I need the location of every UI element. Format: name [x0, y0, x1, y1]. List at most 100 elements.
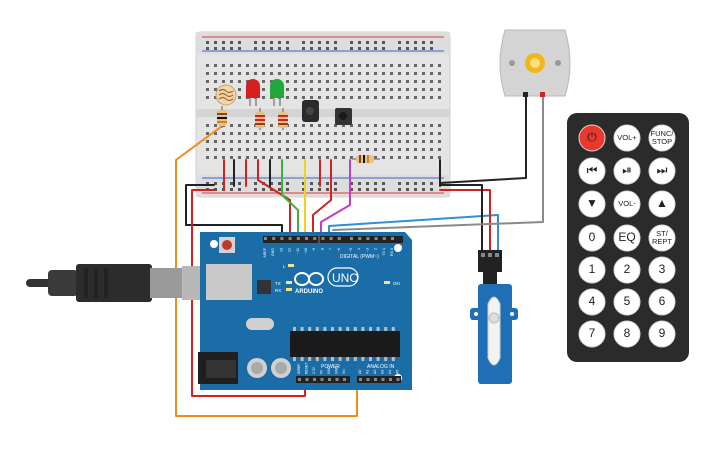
- remote-button-8[interactable]: 8: [613, 320, 641, 348]
- remote-button-label: 7: [589, 326, 596, 340]
- next-icon: ⏭: [657, 163, 668, 177]
- up-icon: ▲: [656, 196, 668, 210]
- remote-button-1[interactable]: 1: [578, 256, 606, 284]
- motor-shaft-icon: [525, 53, 545, 73]
- remote-button-7[interactable]: 7: [578, 320, 606, 348]
- pin-label: A2: [373, 370, 377, 374]
- tx-label: TX: [275, 281, 281, 286]
- remote-button-5[interactable]: 5: [613, 288, 641, 316]
- servo-motor[interactable]: [470, 250, 518, 384]
- wire-orange-a0: [175, 125, 358, 417]
- remote-button-label: STOP: [652, 137, 672, 146]
- remote-button-4[interactable]: 4: [578, 288, 606, 316]
- pin-label: A4: [388, 370, 392, 374]
- usb-port: [206, 264, 252, 300]
- wire-black-servo: [439, 184, 483, 253]
- pin-label: GND: [327, 366, 331, 374]
- previous-icon: ⏮: [587, 163, 598, 177]
- pin-label: A5: [396, 370, 400, 374]
- down-icon: ▼: [586, 196, 598, 210]
- pin-label: 3.3V: [312, 366, 316, 374]
- pin-label: GND: [271, 248, 275, 256]
- arduino-model: UNO: [332, 271, 359, 285]
- remote-button-label: 2: [624, 262, 631, 276]
- pin-label: IOREF: [297, 364, 301, 374]
- up-button[interactable]: ▲: [648, 190, 676, 218]
- resistor-2[interactable]: [255, 108, 265, 130]
- remote-button-label: 1: [589, 262, 596, 276]
- down-button[interactable]: ▼: [578, 190, 606, 218]
- remote-button-vol[interactable]: VOL-: [613, 190, 641, 218]
- pin-label: 5V: [320, 369, 324, 374]
- wire-green-pin12: [281, 159, 299, 239]
- pin-label: AREF: [263, 247, 267, 257]
- ir-receiver[interactable]: [302, 100, 319, 122]
- remote-button-label: 4: [589, 294, 596, 308]
- play-pause-button[interactable]: ⏯: [613, 157, 641, 185]
- dc-motor[interactable]: [499, 29, 571, 97]
- remote-button-label: VOL-: [618, 199, 636, 208]
- wire-magenta-pin9: [320, 159, 351, 239]
- next-button[interactable]: ⏭: [648, 157, 676, 185]
- power-button[interactable]: ⏻: [578, 124, 606, 152]
- remote-button-9[interactable]: 9: [648, 320, 676, 348]
- remote-button-func-stop[interactable]: FUNC/STOP: [648, 124, 676, 152]
- remote-button-2[interactable]: 2: [613, 256, 641, 284]
- resistor-4[interactable]: [352, 155, 380, 163]
- remote-button-label: 3: [659, 262, 666, 276]
- remote-button-vol[interactable]: VOL+: [613, 124, 641, 152]
- remote-button-3[interactable]: 3: [648, 256, 676, 284]
- pin-label: ~3: [365, 248, 369, 252]
- pin-label: RX 0: [390, 248, 394, 256]
- rx-label: RX: [275, 288, 281, 293]
- pin-label: RESET: [305, 363, 309, 374]
- resistor-1[interactable]: [217, 106, 227, 128]
- pin-label: GND: [335, 366, 339, 374]
- on-label: ON: [393, 281, 400, 286]
- remote-button-0[interactable]: 0: [578, 224, 606, 252]
- pin-label: 2: [374, 248, 378, 250]
- remote-button-label: 6: [659, 294, 666, 308]
- pin-label: ~9: [312, 248, 316, 252]
- red-led[interactable]: [246, 79, 260, 106]
- resistor-3[interactable]: [278, 108, 288, 130]
- remote-button-label: EQ: [618, 230, 635, 244]
- remote-button-st-rept[interactable]: ST/REPT: [648, 224, 676, 252]
- pin-label: 8: [320, 248, 324, 250]
- pin-label: 13: [279, 248, 283, 252]
- ir-remote: ⏻ VOL+ FUNC/STOP ⏮ ⏯ ⏭ ▼ VOL- ▲ 0 EQ ST/REPT 1 2 3 4 5 6 7…: [567, 113, 689, 362]
- remote-button-label: 8: [624, 326, 631, 340]
- wire-black-gnd: [185, 184, 283, 239]
- analog-label: ANALOG IN: [367, 364, 395, 370]
- remote-button-label: REPT: [652, 237, 672, 246]
- wire-red-pin13: [257, 159, 291, 239]
- power-icon: ⏻: [587, 130, 597, 144]
- pin-label: ~11: [296, 248, 300, 254]
- remote-button-label: VOL+: [617, 133, 637, 142]
- wire-gray-motor: [332, 93, 544, 231]
- pin-label: ~10: [304, 248, 308, 254]
- pin-label: TX 1: [382, 248, 386, 256]
- previous-button[interactable]: ⏮: [578, 157, 606, 185]
- digital-label: DIGITAL (PWM~): [340, 254, 379, 260]
- photoresistor[interactable]: [215, 84, 237, 106]
- reset-button[interactable]: [219, 237, 235, 253]
- atmega-chip: [290, 327, 400, 361]
- pushbutton[interactable]: [335, 108, 352, 125]
- arduino-brand: ARDUINO: [295, 289, 323, 295]
- remote-button-label: 9: [659, 326, 666, 340]
- usb-cable[interactable]: [26, 264, 210, 302]
- green-led[interactable]: [270, 79, 284, 106]
- remote-button-label: 5: [624, 294, 631, 308]
- wire-black-motor: [439, 93, 527, 184]
- pin-label: A0: [358, 370, 362, 374]
- remote-button-eq[interactable]: EQ: [613, 224, 641, 252]
- power-label: POWER: [321, 364, 340, 370]
- remote-button-label: ST/: [656, 229, 669, 238]
- remote-button-6[interactable]: 6: [648, 288, 676, 316]
- wire-red-servo: [439, 189, 491, 253]
- play-pause-icon: ⏯: [622, 163, 632, 177]
- pin-label: 12: [288, 248, 292, 252]
